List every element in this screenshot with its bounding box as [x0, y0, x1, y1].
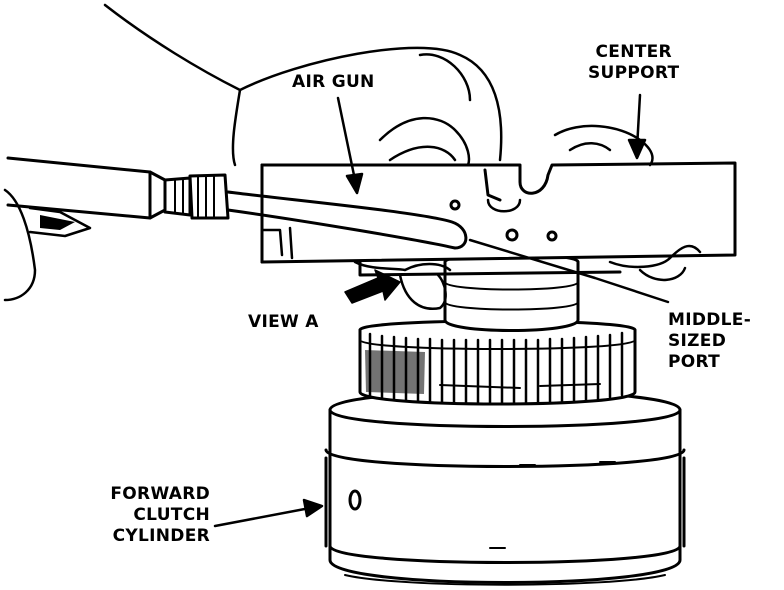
label-view-a: VIEW A	[248, 312, 319, 333]
arrowhead-forward-clutch	[304, 500, 322, 516]
leader-forward-clutch-cylinder	[215, 508, 310, 526]
label-air-gun: AIR GUN	[292, 72, 375, 93]
label-center-support: CENTER SUPPORT	[588, 42, 679, 84]
splined-hub-illustration	[360, 321, 635, 404]
label-middle-sized-port: MIDDLE- SIZED PORT	[668, 310, 751, 373]
center-support-illustration	[262, 163, 735, 275]
arrowhead-center-support	[629, 140, 645, 158]
forward-clutch-cylinder-illustration	[326, 391, 684, 585]
label-forward-clutch-cylinder: FORWARD CLUTCH CYLINDER	[80, 484, 210, 547]
